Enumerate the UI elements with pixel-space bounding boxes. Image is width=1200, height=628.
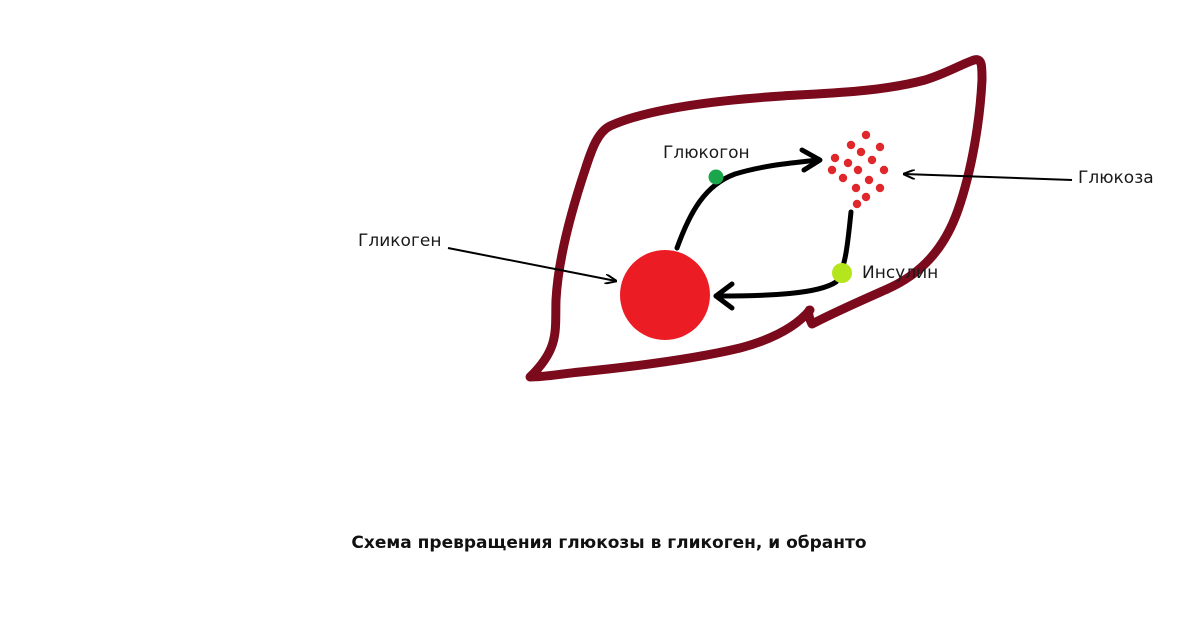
arrow-glycogen-to-glucose: [674, 157, 821, 251]
pointer-glycogen: [447, 247, 616, 281]
diagram-caption: Схема превращения глюкозы в гликоген, и …: [351, 533, 867, 553]
cell-outline: [525, 55, 987, 382]
label-glucose: Глюкоза: [1078, 168, 1154, 188]
glucagon-dot: [708, 169, 724, 185]
label-glycogen: Гликоген: [358, 231, 441, 251]
glucose-dots: [827, 130, 889, 209]
insulin-dot: [832, 263, 852, 283]
label-insulin: Инсулин: [862, 263, 938, 283]
glycogen-circle: [620, 250, 710, 340]
arrowhead-glycogen: [713, 281, 735, 311]
arrowhead-glucose: [799, 147, 823, 173]
arrow-glucose-to-glycogen: [713, 209, 854, 299]
pointer-glucose: [904, 174, 1073, 181]
label-glucagon: Глюкогон: [663, 143, 750, 163]
